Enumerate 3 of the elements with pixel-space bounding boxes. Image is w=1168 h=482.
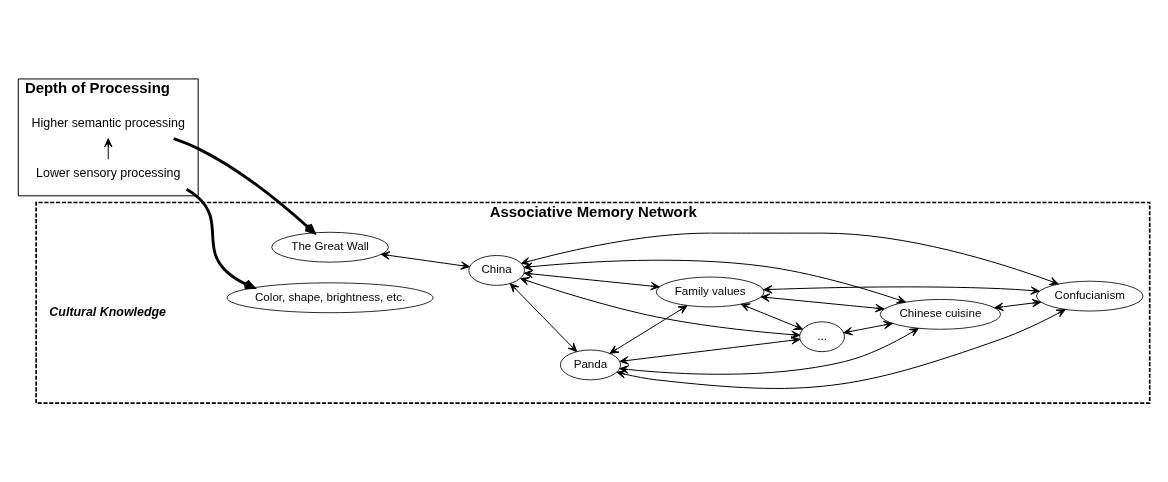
- label: Cultural Knowledge: [49, 305, 167, 320]
- node-text: Lower sensory processing: [36, 166, 181, 181]
- node-text: Higher semantic processing: [31, 115, 185, 130]
